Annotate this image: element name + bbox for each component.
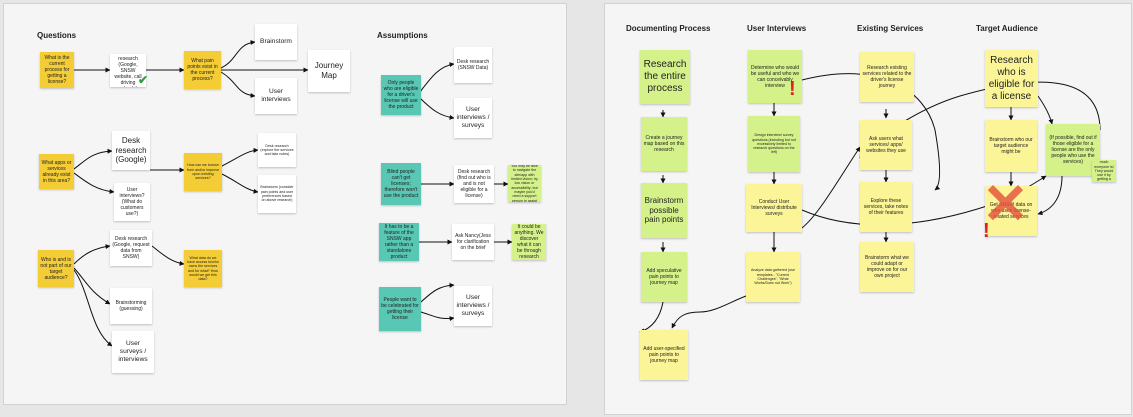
doc-add-speculative[interactable]: Add speculative pain points to journey m… xyxy=(641,252,687,302)
question-existing-apps[interactable]: What apps or services already exist in t… xyxy=(39,154,74,189)
note-user-surveys-interviews[interactable]: User surveys / interviews xyxy=(112,331,154,373)
ex-ask-users[interactable]: Ask users what services/ apps/ websites … xyxy=(860,120,912,170)
doc-research-process[interactable]: Research the entire process xyxy=(640,50,690,104)
assumption-eligible-only[interactable]: Only people who are eligible for a drive… xyxy=(381,75,421,115)
note-user-interviews-customers[interactable]: User interviews? (What do customers use?… xyxy=(114,183,150,221)
int-design-questions[interactable]: Design interview/ survey questions (incl… xyxy=(748,116,800,172)
check-icon: ✔ xyxy=(138,73,149,87)
question-target-audience[interactable]: Who is and is not part of our target aud… xyxy=(38,250,74,287)
note-desk-research-snsw-data[interactable]: Desk research (SNSW Data) xyxy=(454,47,492,83)
column-target-audience: Target Audience xyxy=(976,24,1038,33)
ta-get-snsw-data[interactable]: Get SNSW data on who uses license-relate… xyxy=(985,186,1037,236)
doc-create-journey-map[interactable]: Create a journey map based on this resea… xyxy=(641,117,687,171)
doc-add-user-specified[interactable]: Add user-specified pain points to journe… xyxy=(640,330,688,380)
ta-brainstorm-audience[interactable]: Brainstorm who our target audience might… xyxy=(985,120,1037,172)
int-conduct-interviews[interactable]: Conduct User Interviews/ distribute surv… xyxy=(746,184,802,232)
note-brainstorm[interactable]: Brainstorm xyxy=(255,24,297,60)
note-desk-research-eligibility[interactable]: Desk research (find out who is and is no… xyxy=(454,165,494,203)
ex-research-existing[interactable]: Research existing services related to th… xyxy=(860,52,914,102)
assumptions-header: Assumptions xyxy=(377,31,428,40)
note-brainstorming-guessing[interactable]: Brainstorming (guessing) xyxy=(110,288,152,324)
ta-research-eligible[interactable]: Research who is eligible for a license xyxy=(985,50,1038,107)
note-desk-research-explore[interactable]: Desk research (explore the services and … xyxy=(258,133,296,167)
question-pain-points[interactable]: What pain points exist in the current pr… xyxy=(184,51,221,89)
question-current-process[interactable]: What is the current process for getting … xyxy=(40,52,74,88)
note-user-interviews-surveys-2[interactable]: User interviews / surveys xyxy=(454,286,492,326)
int-analyze-data[interactable]: Analyze data gathered (use templates - "… xyxy=(746,252,800,302)
note-desk-research-snsw[interactable]: Desk research (Google, SNSW website, cal… xyxy=(110,54,146,87)
ex-explore-services[interactable]: Explore these services, take notes of th… xyxy=(860,182,912,232)
cross-icon: ✕ xyxy=(982,172,1029,235)
column-documenting-process: Documenting Process xyxy=(626,24,711,33)
note-desk-research-data[interactable]: Desk research (Google, request data from… xyxy=(110,230,152,266)
note-brainstorm-pain-points[interactable]: Brainstorm (consider pain points and use… xyxy=(258,175,296,213)
exclamation-icon: ! xyxy=(983,220,990,242)
question-borrow-improve[interactable]: How can we borrow from and/or improve up… xyxy=(184,153,222,191)
int-determine-who[interactable]: Determine who would be useful and who we… xyxy=(748,50,802,103)
note-user-interviews[interactable]: User interviews xyxy=(255,78,297,114)
question-data-access[interactable]: What data do we have access to/who owns … xyxy=(184,250,222,287)
note-could-be-anything[interactable]: It could be anything. We discover what i… xyxy=(512,224,546,260)
ta-find-out-eligible[interactable]: (If possible, find out if those eligible… xyxy=(1046,124,1100,176)
ex-brainstorm-adapt[interactable]: Brainstorm what we could adapt or improv… xyxy=(860,242,914,292)
ta-yes-note[interactable]: Yes - pretty much everyone is! They woul… xyxy=(1092,160,1116,182)
questions-header: Questions xyxy=(37,31,77,40)
note-low-vision[interactable]: You may be able to navigate the site/app… xyxy=(508,165,541,202)
assumption-snsw-feature[interactable]: It has to be a feature of the SNSW app r… xyxy=(379,223,419,261)
doc-brainstorm-pain-points[interactable]: Brainstorm possible pain points xyxy=(641,183,687,238)
assumption-celebrated[interactable]: People want to be celebrated for getting… xyxy=(379,287,421,331)
exclamation-icon: ! xyxy=(789,78,796,100)
column-user-interviews: User Interviews xyxy=(747,24,807,33)
note-desk-research-google[interactable]: Desk research (Google) xyxy=(112,131,150,170)
assumption-blind-people[interactable]: Blind people can't get licenses; therefo… xyxy=(381,163,421,205)
note-user-interviews-surveys-1[interactable]: User interviews / surveys xyxy=(454,98,492,138)
note-ask-nancy[interactable]: Ask Nancy(Jess for clarification on the … xyxy=(452,224,494,260)
note-journey-map[interactable]: Journey Map xyxy=(308,50,350,92)
column-existing-services: Existing Services xyxy=(857,24,924,33)
